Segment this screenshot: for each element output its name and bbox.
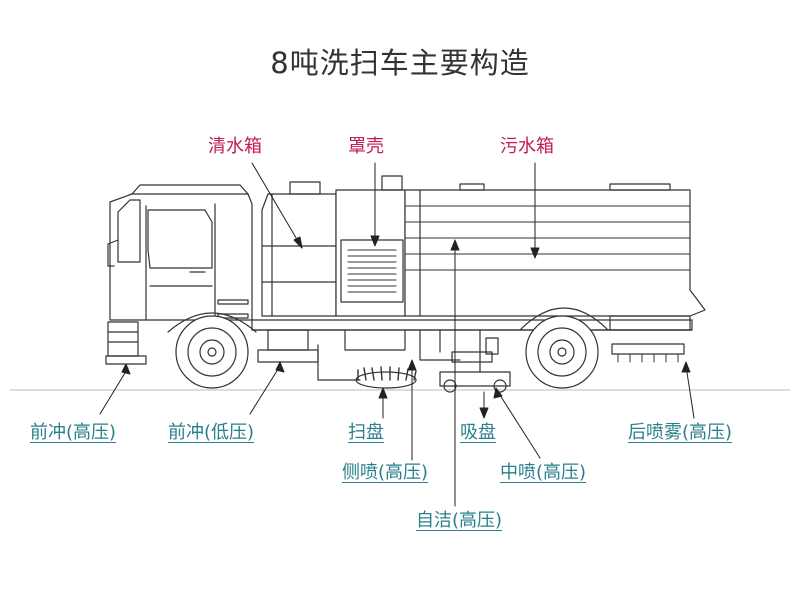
cab bbox=[105, 184, 257, 365]
underbody-equipment bbox=[344, 329, 685, 393]
tank-body bbox=[261, 175, 706, 331]
leader-lines bbox=[99, 162, 695, 507]
label-dirty-water-tank: 污水箱 bbox=[500, 136, 554, 157]
label-front-flush-low: 前冲(低压) bbox=[168, 422, 255, 443]
chassis bbox=[251, 319, 693, 381]
label-clean-water-tank: 清水箱 bbox=[208, 136, 262, 157]
label-front-flush-high: 前冲(高压) bbox=[30, 422, 117, 443]
label-suction-disc: 吸盘 bbox=[460, 422, 496, 443]
label-rear-mist-high: 后喷雾(高压) bbox=[628, 422, 733, 443]
label-self-clean-high: 自洁(高压) bbox=[416, 510, 503, 531]
label-middle-spray-high: 中喷(高压) bbox=[500, 462, 587, 483]
label-side-spray-high: 侧喷(高压) bbox=[342, 462, 429, 483]
label-sweep-disc: 扫盘 bbox=[348, 422, 384, 443]
front-wheel bbox=[175, 315, 249, 389]
rear-wheel bbox=[525, 315, 599, 389]
page-title: 8吨洗扫车主要构造 bbox=[270, 46, 530, 80]
label-hood: 罩壳 bbox=[348, 136, 384, 157]
